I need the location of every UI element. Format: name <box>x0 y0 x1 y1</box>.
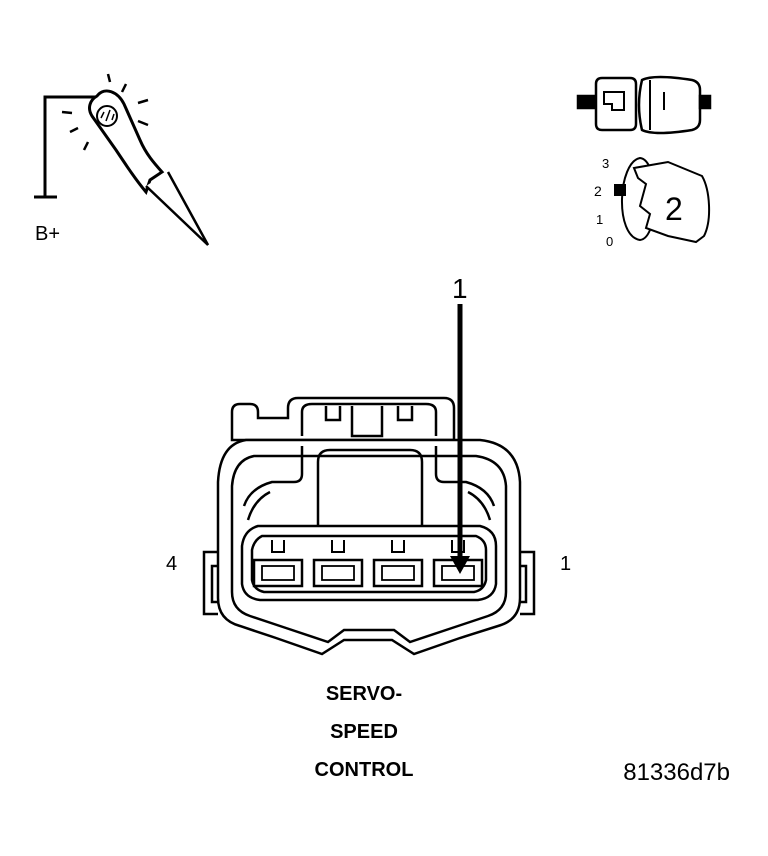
callout-arrow <box>450 304 470 574</box>
pin-cavity-4 <box>252 540 304 588</box>
ignition-position-3: 3 <box>602 156 609 171</box>
ignition-switch-icon <box>614 156 711 244</box>
ignition-position-0: 0 <box>606 234 613 249</box>
figure-id: 81336d7b <box>623 759 730 786</box>
pin-cavity-3 <box>312 540 364 588</box>
key-position-label: 2 <box>665 191 683 227</box>
connector-name-line-2: SPEED <box>330 721 398 743</box>
ignition-position-2: 2 <box>594 183 602 199</box>
test-light-icon <box>34 73 210 246</box>
connector-disconnected-icon <box>576 75 712 135</box>
pin-label-right: 1 <box>560 553 571 575</box>
pin-label-left: 4 <box>166 553 177 575</box>
ignition-position-1: 1 <box>596 212 603 227</box>
connector-name-line-3: CONTROL <box>315 759 414 781</box>
pin-cavities <box>252 540 484 588</box>
key-position-marker <box>614 184 626 196</box>
connector-name-line-1: SERVO- <box>326 683 402 705</box>
connector-face <box>202 396 536 656</box>
callout-number: 1 <box>452 273 468 304</box>
supply-label: B+ <box>35 223 60 245</box>
pin-cavity-2 <box>372 540 424 588</box>
probe-ground-wire <box>43 95 95 197</box>
